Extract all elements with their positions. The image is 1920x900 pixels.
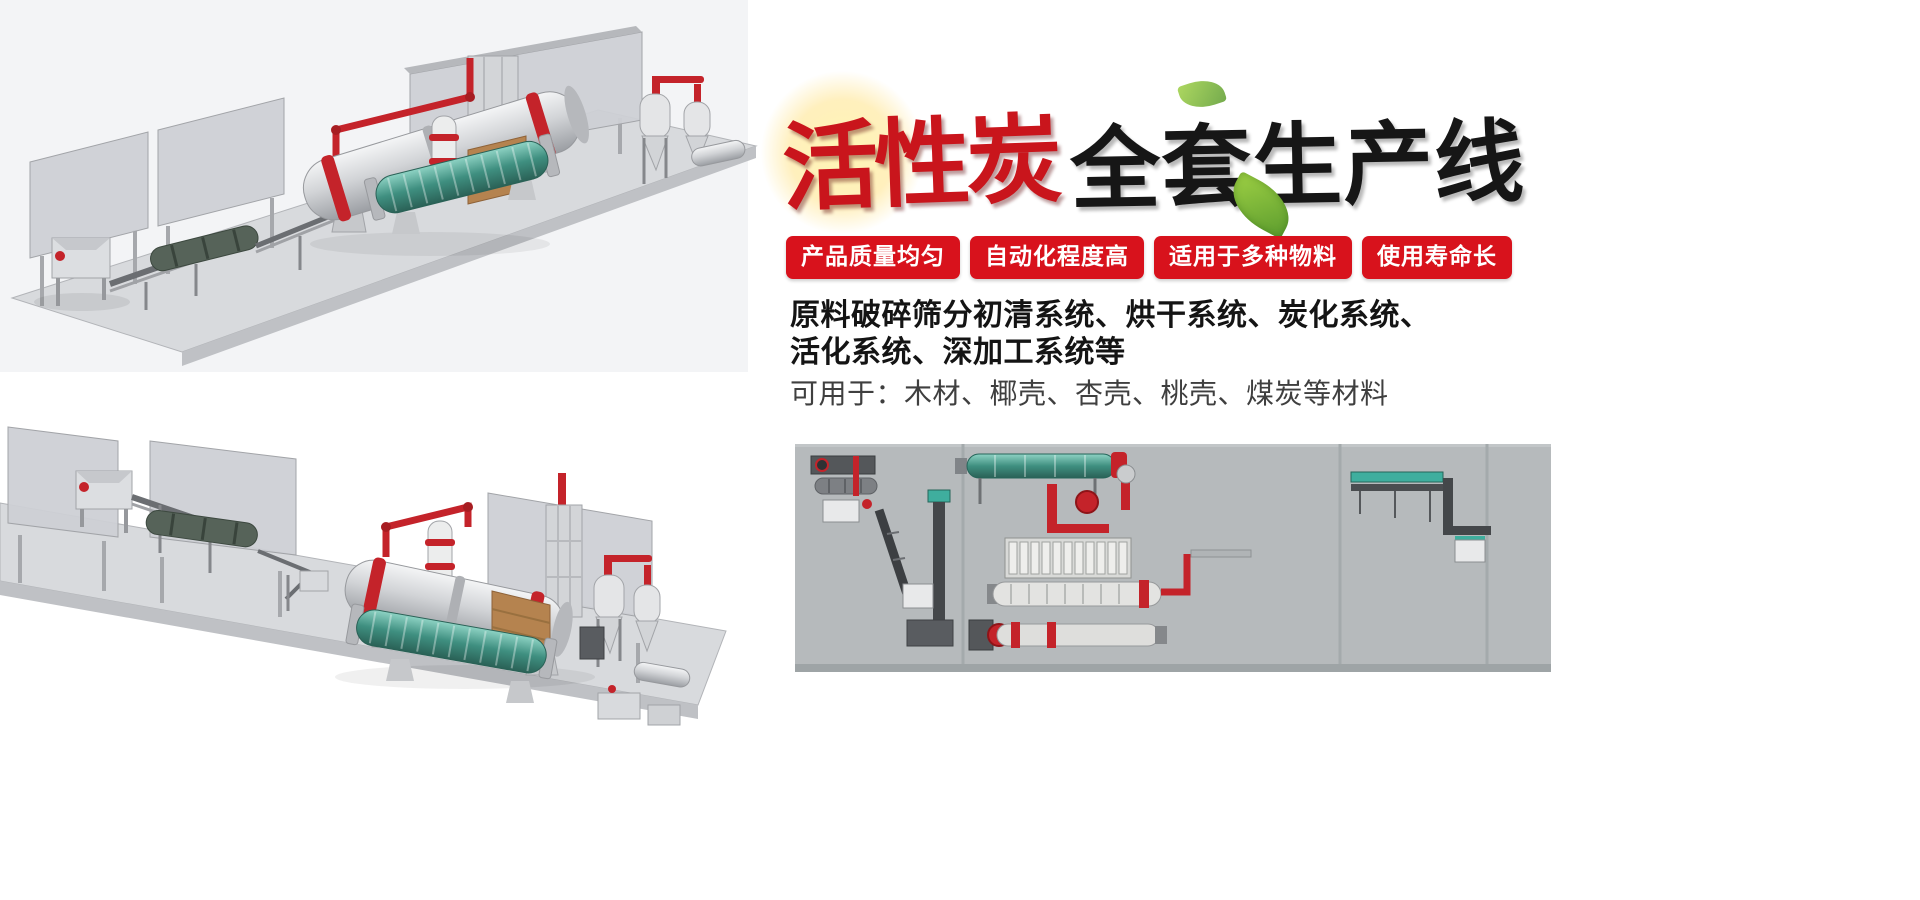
cyclone-separators [579, 555, 691, 726]
badge-automation: 自动化程度高 [970, 236, 1144, 279]
activation-drum [968, 619, 1167, 651]
dark-unit [906, 619, 954, 647]
crusher-unit [810, 455, 878, 523]
badge-materials: 适用于多种物料 [1154, 236, 1352, 279]
plate-heat-exchanger [1004, 537, 1132, 579]
cyclone-separators [639, 76, 746, 184]
layout-diagram-svg [795, 444, 1551, 672]
description-line-2: 活化系统、深加工系统等 [790, 335, 1126, 370]
description-line-3: 可用于：木材、椰壳、杏壳、桃壳、煤炭等材料 [790, 377, 1389, 410]
title-red-text: 活性炭 [780, 103, 1061, 225]
production-line-render-top-left [0, 0, 758, 372]
red-piping [381, 502, 473, 557]
red-pipe-network [1047, 464, 1252, 558]
badge-quality: 产品质量均匀 [786, 236, 960, 279]
title-black-text: 全套生产线 [1069, 110, 1527, 223]
description-block: 原料破碎筛分初清系统、烘干系统、炭化系统、 活化系统、深加工系统等 可用于：木材… [790, 297, 1431, 414]
screening-drum [145, 510, 258, 548]
production-line-render-bottom-left [0, 426, 727, 726]
bucket-elevator [257, 549, 329, 611]
screening-drum [150, 225, 259, 272]
feeder-hopper [75, 470, 133, 533]
cooling-drum [363, 133, 561, 234]
lattice-tower [545, 473, 583, 618]
carbonization-drum [987, 554, 1191, 608]
packing-conveyor [1350, 471, 1491, 563]
glow-accent [760, 70, 925, 235]
cooling-drum [345, 603, 558, 703]
diagram-wall-lines [961, 444, 1489, 664]
main-title: 活性炭全套生产线 [760, 70, 1527, 256]
dryer-drum-top [955, 452, 1127, 504]
feature-badges: 产品质量均匀 自动化程度高 适用于多种物料 使用寿命长 [786, 236, 1512, 279]
badge-lifespan: 使用寿命长 [1362, 236, 1512, 279]
control-box [902, 583, 934, 609]
production-line-layout-diagram [795, 444, 1551, 672]
description-line-1: 原料破碎筛分初清系统、烘干系统、炭化系统、 [790, 298, 1431, 333]
feeder-hopper [34, 237, 130, 311]
inclined-conveyor [874, 508, 912, 596]
